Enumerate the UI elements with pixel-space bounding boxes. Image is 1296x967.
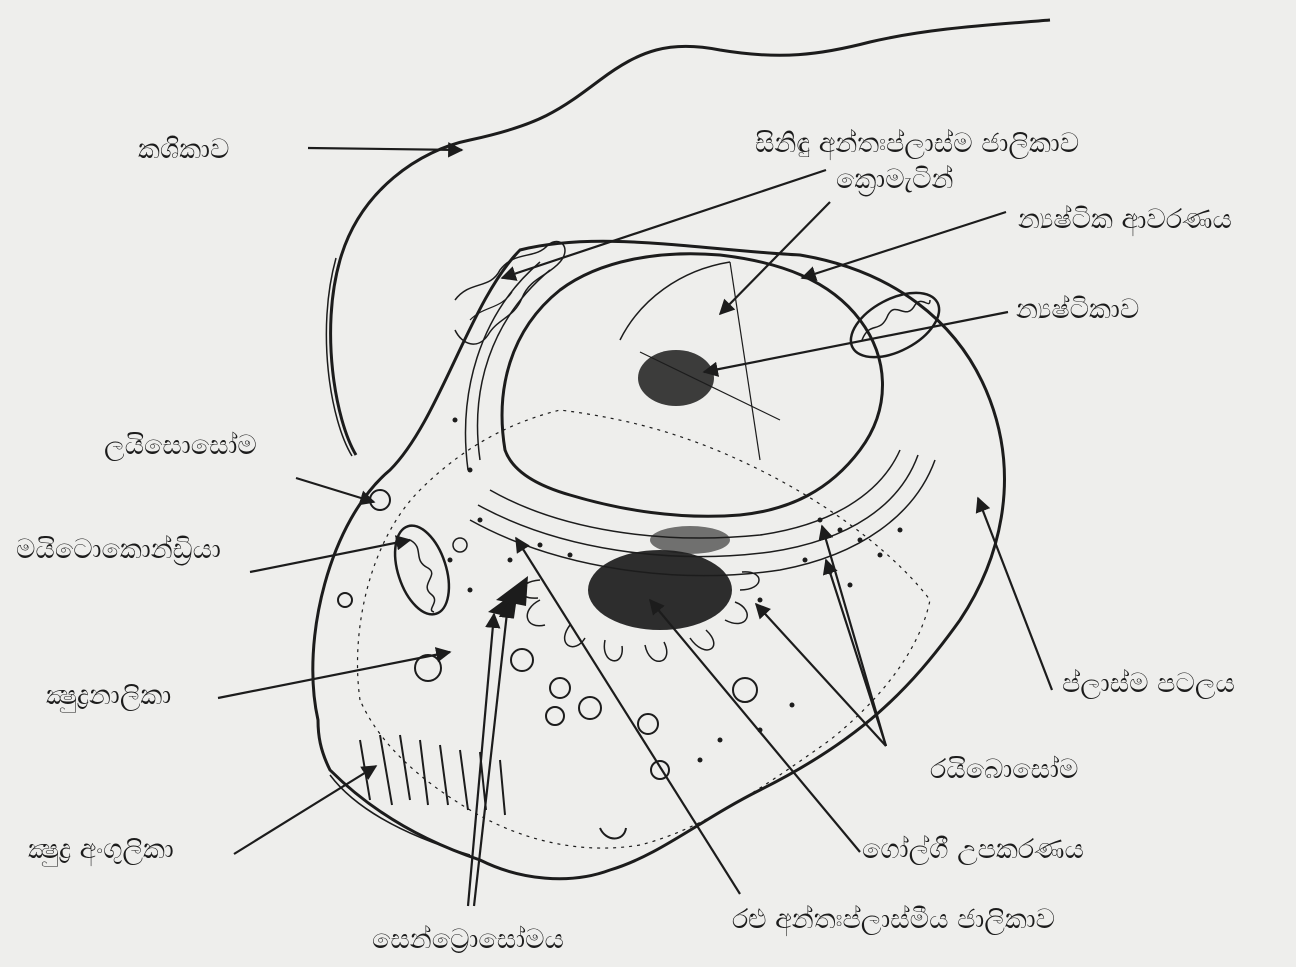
label-microtubules: ක්‍ෂුද්‍රනාලිකා: [46, 682, 171, 709]
label-nucleolus: න්‍යෂ්ටිකාව: [1016, 296, 1139, 323]
arrow-smooth-er: [502, 170, 826, 278]
label-smooth-er: සිනිඳු අන්තඃප්ලාස්ම ජාලිකාව: [755, 130, 1079, 157]
label-lysosome: ලයිසොසෝම: [104, 432, 257, 459]
label-mitochondria: මයිටොකොන්ඩ්‍රියා: [16, 536, 221, 563]
arrow-ribosome-3: [756, 604, 886, 746]
arrow-nuclear-envelope: [802, 212, 1006, 278]
arrow-microtubules: [218, 652, 450, 698]
label-flagellum: කශිකාව: [138, 136, 229, 163]
label-golgi: ගෝල්ගී උපකරණය: [862, 836, 1084, 863]
arrow-plasma-membrane: [978, 498, 1052, 690]
arrow-golgi: [650, 600, 860, 852]
label-microvilli: ක්‍ෂුද්‍ර අංගුලිකා: [28, 836, 174, 863]
label-nuclear-envelope: න්‍යෂ්ටික ආවරණය: [1018, 206, 1232, 233]
arrow-microvilli: [234, 766, 376, 854]
golgi-mass: [488, 350, 732, 630]
arrow-lysosome: [296, 478, 374, 502]
label-chromatin: ක්‍රොමැටින්: [836, 166, 953, 193]
arrow-nucleolus: [704, 312, 1008, 372]
label-plasma-membrane: ප්ලාස්ම පටලය: [1062, 670, 1235, 697]
label-centrosome: සෙන්ට්‍රොසෝමය: [372, 926, 564, 953]
mitochondrion-top: [840, 280, 949, 371]
arrow-ribosome-2: [822, 526, 886, 746]
label-rough-er: රළු අන්තඃප්ලාස්මීය ජාලිකාව: [732, 906, 1055, 933]
label-ribosomes: රයිබොසෝම: [930, 756, 1078, 783]
mitochondrion-left: [385, 519, 459, 621]
